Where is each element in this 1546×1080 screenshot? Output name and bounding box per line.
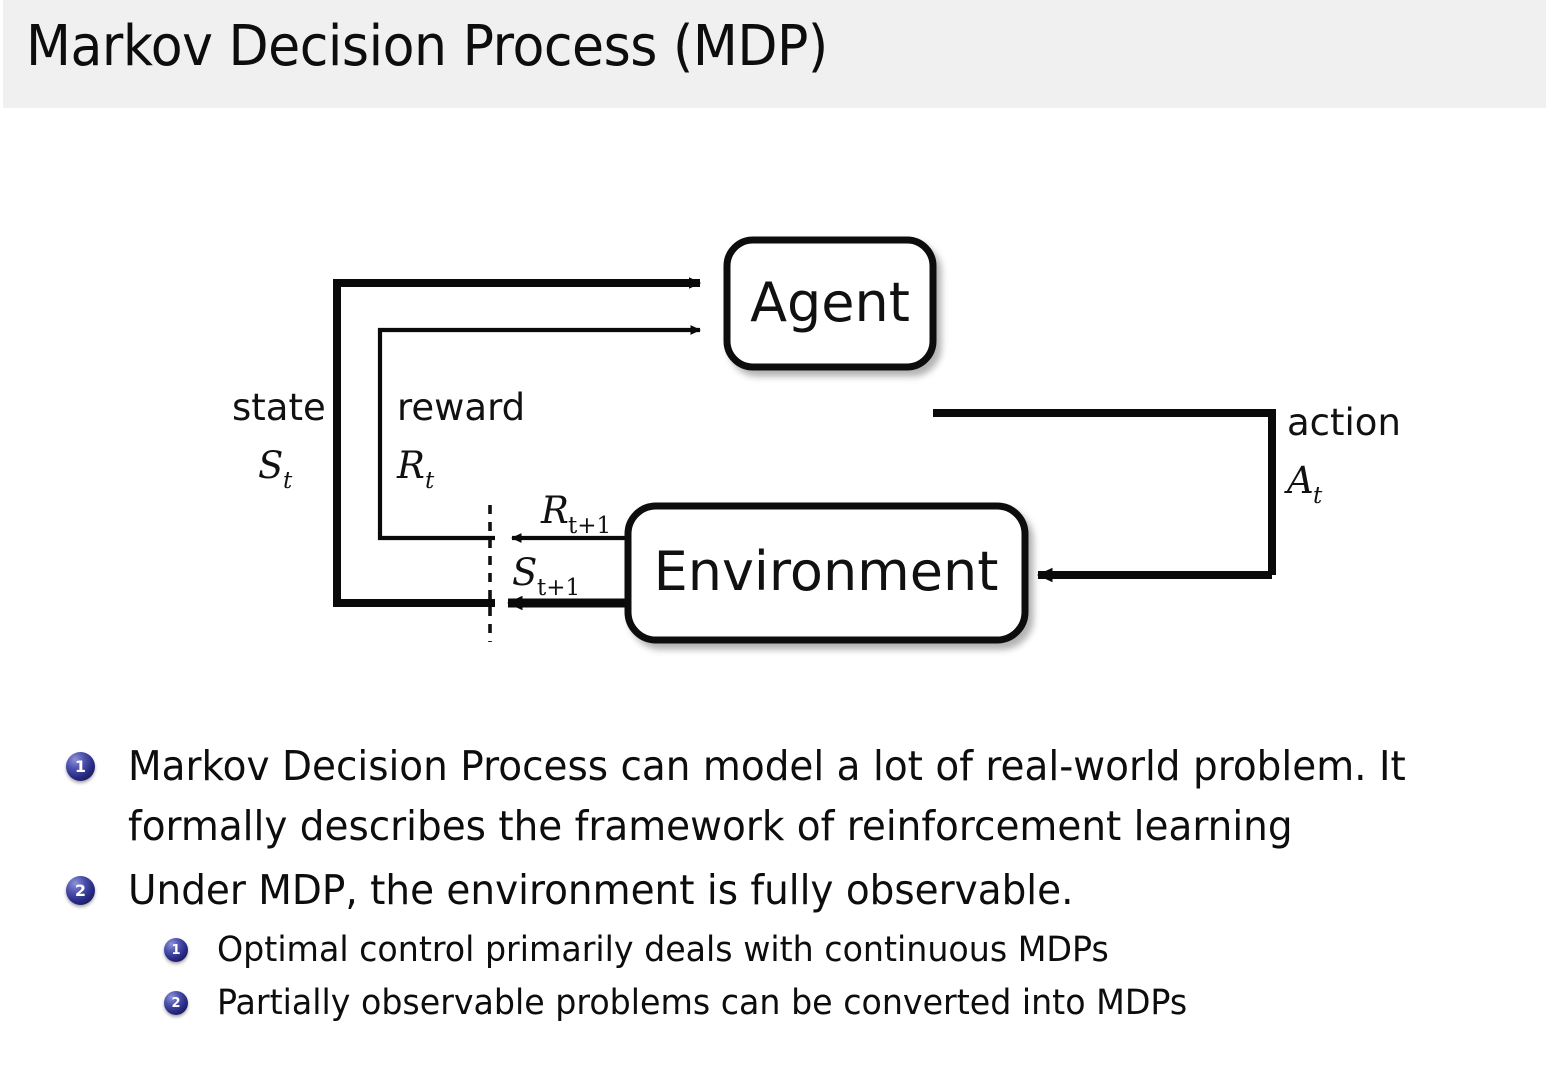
edge-label-action: action A t	[1284, 401, 1401, 509]
edge-label-reward-next: R t+1	[540, 489, 611, 539]
edge-label-reward-next-symbol: R	[540, 489, 569, 532]
edge-label-state-word: state	[232, 386, 326, 429]
sub-bullet-text-1: Optimal control primarily deals with con…	[217, 930, 1109, 970]
edge-label-state: state S t	[232, 386, 326, 494]
node-agent: Agent	[723, 236, 937, 371]
mdp-agent-environment-diagram: Agent Environment state S t reward R t a…	[0, 108, 1546, 718]
edge-state-path	[333, 277, 702, 611]
edge-label-reward-next-subscript: t+1	[568, 513, 611, 539]
edge-label-action-subscript: t	[1313, 483, 1323, 509]
edge-label-reward-subscript: t	[425, 468, 435, 494]
node-agent-label: Agent	[750, 271, 910, 334]
bullet-badge-1: 1	[66, 752, 95, 781]
bullet-list: 1 Markov Decision Process can model a lo…	[0, 736, 1546, 1030]
list-item: 1 Markov Decision Process can model a lo…	[66, 736, 1546, 856]
list-item: 2 Under MDP, the environment is fully ob…	[66, 860, 1546, 920]
node-environment-label: Environment	[654, 540, 999, 603]
edge-label-action-word: action	[1287, 401, 1401, 444]
slide-header-band: Markov Decision Process (MDP)	[0, 0, 1546, 108]
list-item: 1 Optimal control primarily deals with c…	[164, 924, 1546, 977]
sub-bullet-badge-1: 1	[164, 938, 188, 962]
edge-label-state-next: S t+1	[512, 551, 580, 601]
bullet-text-1: Markov Decision Process can model a lot …	[128, 742, 1406, 850]
edge-label-state-subscript: t	[283, 468, 293, 494]
list-item: 2 Partially observable problems can be c…	[164, 977, 1546, 1030]
sub-bullet-text-2: Partially observable problems can be con…	[217, 983, 1188, 1023]
edge-label-state-symbol: S	[258, 444, 283, 487]
edge-label-action-symbol: A	[1284, 459, 1314, 502]
page-title: Markov Decision Process (MDP)	[26, 14, 828, 79]
edge-label-reward-symbol: R	[396, 444, 425, 487]
bullet-badge-2: 2	[66, 876, 95, 905]
edge-label-state-next-symbol: S	[512, 551, 537, 594]
edge-action-path	[933, 409, 1276, 583]
edge-reward-path	[377, 325, 701, 543]
node-environment: Environment	[624, 502, 1029, 644]
edge-label-reward: reward R t	[396, 386, 525, 494]
edge-label-state-next-subscript: t+1	[537, 575, 580, 601]
bullet-text-2: Under MDP, the environment is fully obse…	[128, 866, 1074, 914]
edge-label-reward-word: reward	[397, 386, 525, 429]
sub-bullet-badge-2: 2	[164, 991, 188, 1015]
